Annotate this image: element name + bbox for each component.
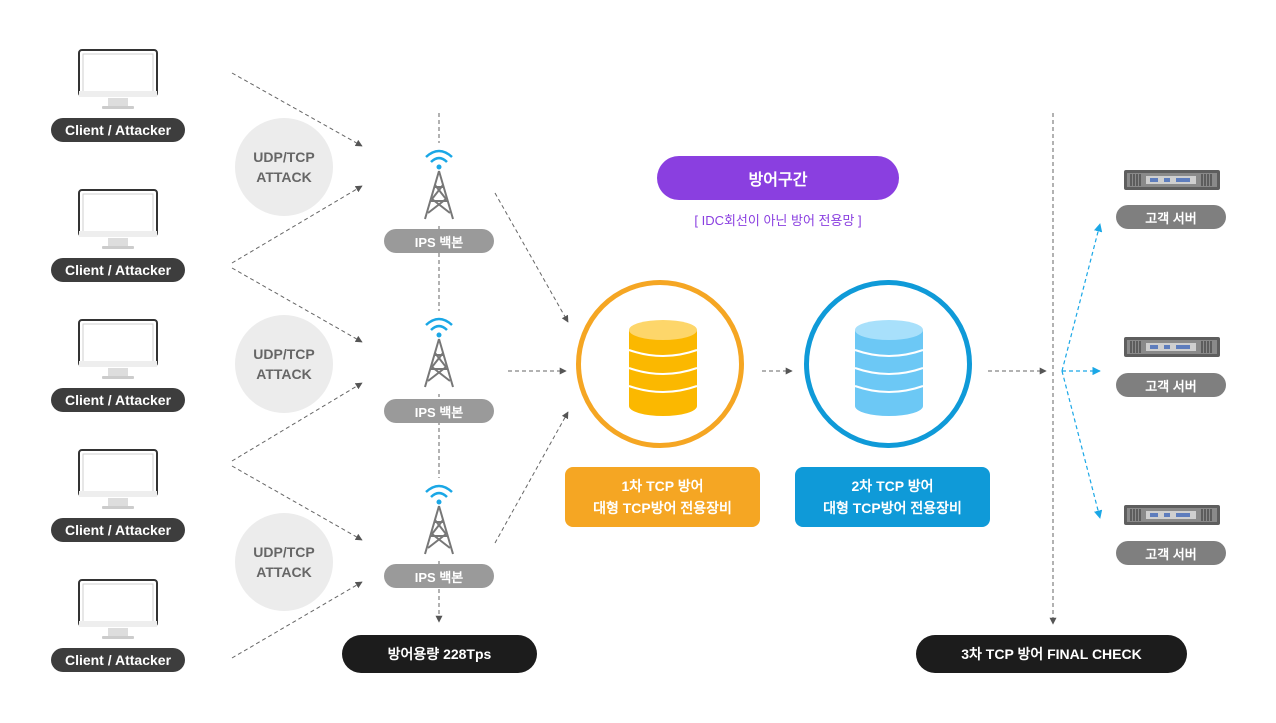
stage2-label-box: 2차 TCP 방어 대형 TCP방어 전용장비 [795, 467, 990, 527]
stage1-line2: 대형 TCP방어 전용장비 [593, 500, 732, 516]
client-monitor-icon [78, 189, 158, 258]
antenna-tower-icon [419, 143, 459, 226]
attack-line2: ATTACK [256, 564, 312, 580]
attack-line2: ATTACK [256, 366, 312, 382]
stage1-line1: 1차 TCP 방어 [621, 478, 704, 494]
capacity-label: 방어용량 228Tps [342, 635, 537, 673]
ips-label: IPS 백본 [384, 229, 494, 253]
client-label: Client / Attacker [51, 648, 185, 672]
stage2-line2: 대형 TCP방어 전용장비 [823, 500, 962, 516]
edge-final-server3 [1061, 370, 1103, 519]
attack-circle: UDP/TCP ATTACK [235, 118, 333, 216]
client-label: Client / Attacker [51, 388, 185, 412]
client-label: Client / Attacker [51, 258, 185, 282]
server-label: 고객 서버 [1116, 205, 1226, 229]
client-label: Client / Attacker [51, 118, 185, 142]
database-icon [627, 318, 699, 423]
edge-client4-ips3 [231, 465, 363, 541]
server-label: 고객 서버 [1116, 373, 1226, 397]
antenna-tower-icon [419, 311, 459, 394]
rack-server-icon [1124, 336, 1220, 363]
edge-client2-ips2 [231, 267, 363, 343]
attack-line1: UDP/TCP [253, 544, 315, 560]
client-monitor-icon [78, 449, 158, 518]
attack-circle: UDP/TCP ATTACK [235, 315, 333, 413]
stage1-label-box: 1차 TCP 방어 대형 TCP방어 전용장비 [565, 467, 760, 527]
ips-label: IPS 백본 [384, 564, 494, 588]
antenna-tower-icon [419, 478, 459, 561]
rack-server-icon [1124, 504, 1220, 531]
stage1-circle [576, 280, 744, 448]
defense-zone-title: 방어구간 [657, 156, 899, 200]
edge-client4-ips2 [231, 382, 363, 462]
stage2-circle [804, 280, 972, 448]
client-monitor-icon [78, 319, 158, 388]
edge-ips3-stage1 [494, 411, 569, 544]
final-check-label: 3차 TCP 방어 FINAL CHECK [916, 635, 1187, 673]
client-label: Client / Attacker [51, 518, 185, 542]
server-label: 고객 서버 [1116, 541, 1226, 565]
attack-line1: UDP/TCP [253, 346, 315, 362]
defense-zone-subtitle: [ IDC회선이 아닌 방어 전용망 ] [694, 213, 862, 228]
edge-ips1-stage1 [494, 192, 569, 323]
edge-final-server1 [1061, 223, 1103, 372]
rack-server-icon [1124, 169, 1220, 196]
attack-line2: ATTACK [256, 169, 312, 185]
attack-line1: UDP/TCP [253, 149, 315, 165]
client-monitor-icon [78, 579, 158, 648]
database-icon [853, 318, 925, 423]
ips-label: IPS 백본 [384, 399, 494, 423]
stage2-line1: 2차 TCP 방어 [851, 478, 934, 494]
attack-circle: UDP/TCP ATTACK [235, 513, 333, 611]
client-monitor-icon [78, 49, 158, 118]
edge-client1-ips1 [231, 72, 363, 147]
